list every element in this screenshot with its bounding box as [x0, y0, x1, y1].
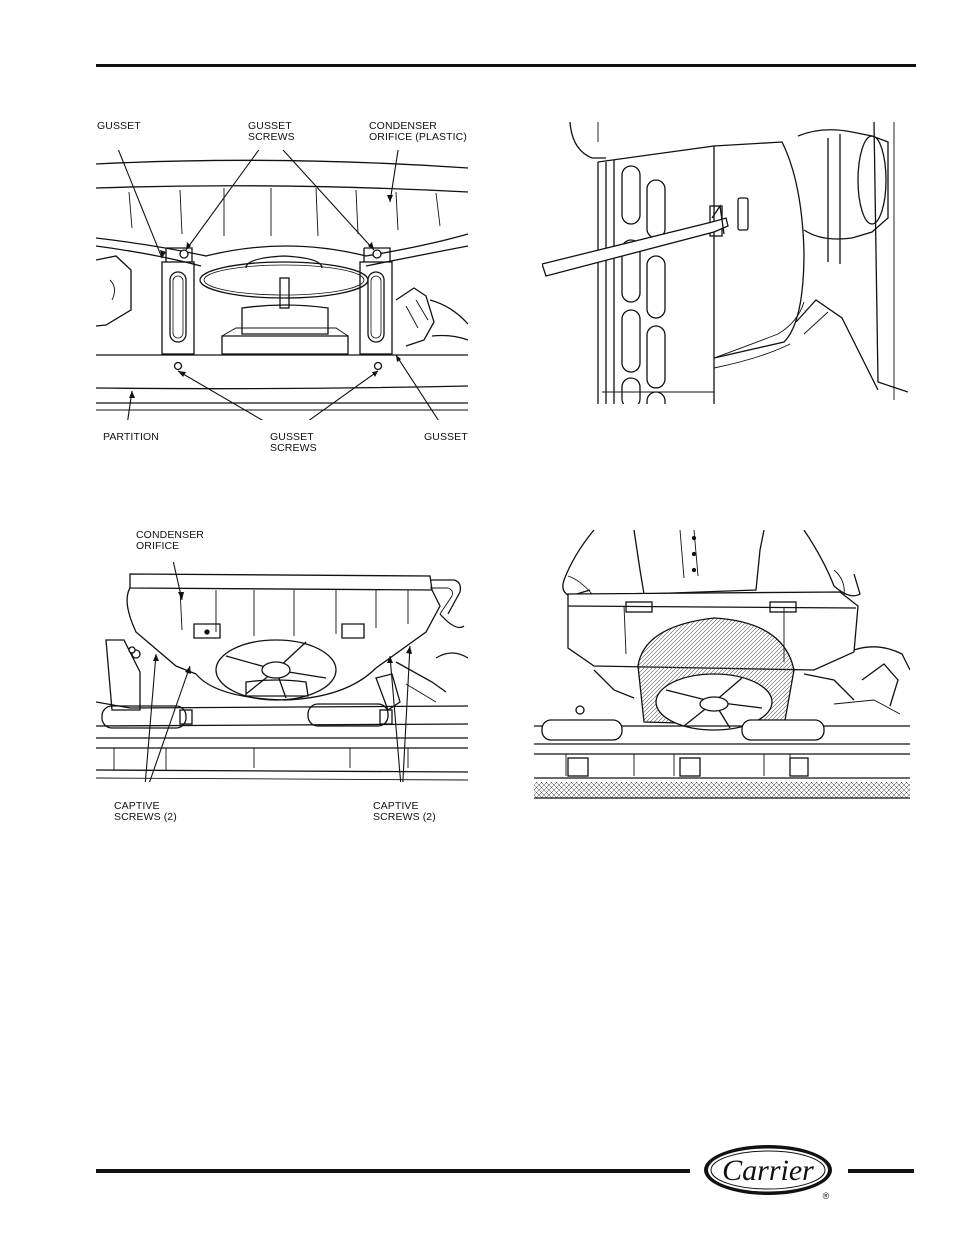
- header-rule: [96, 64, 916, 67]
- captive-screws-drawing: [96, 562, 468, 782]
- registered-mark: ®: [823, 1191, 830, 1201]
- lifting-drawing: [534, 530, 910, 799]
- label-gusset-left: GUSSET: [97, 120, 141, 132]
- footer-rule-right: [848, 1169, 914, 1173]
- label-gusset-right: GUSSET: [424, 431, 468, 443]
- figure-gusset-screws: [96, 150, 471, 420]
- label-partition: PARTITION: [103, 431, 159, 443]
- figure-screwdriver-removal: [542, 122, 908, 404]
- figure-captive-screws: [96, 562, 468, 782]
- footer-rule-left: [96, 1169, 690, 1173]
- carrier-logo-text: Carrier: [722, 1154, 814, 1187]
- figure-lifting-orifice: [534, 530, 910, 810]
- gusset-drawing: [96, 150, 469, 420]
- screwdriver-drawing: [542, 122, 908, 404]
- carrier-logo: Carrier ®: [702, 1143, 840, 1201]
- carrier-logo-mark: Carrier ®: [704, 1145, 832, 1201]
